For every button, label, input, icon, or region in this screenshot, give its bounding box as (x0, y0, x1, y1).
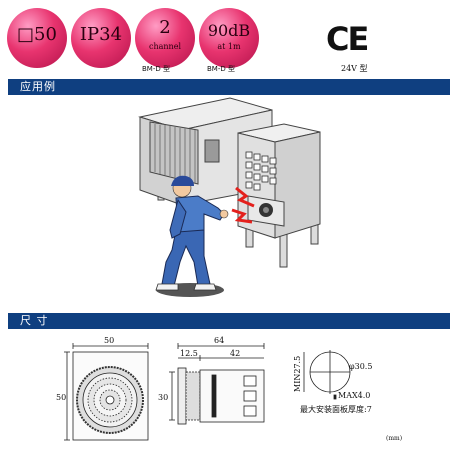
side-front-label: 12.5 (180, 349, 198, 358)
ce-mark: CE (326, 20, 369, 58)
volume-distance: at 1m (217, 42, 241, 51)
channel-model-note: BM-D 型 (142, 65, 170, 73)
unit-label: (mm) (386, 435, 402, 442)
volume-badge: 90dB at 1m (199, 8, 259, 68)
dimensions-section-header: 尺 寸 (8, 313, 450, 329)
side-total-label: 64 (214, 336, 224, 345)
front-height-label: 50 (56, 393, 66, 402)
volume-model-note: BM-D 型 (207, 65, 235, 73)
application-section-header: 应用例 (8, 79, 450, 95)
channel-count: 2 (159, 17, 171, 38)
panel-thickness-note: 最大安装面板厚度:7 (300, 404, 372, 414)
size-badge: □50 (7, 8, 67, 68)
channel-badge: 2 channel (135, 8, 195, 68)
side-height-label: 30 (158, 393, 168, 402)
side-body-label: 42 (230, 349, 240, 358)
application-illustration (138, 97, 321, 297)
ip-rating-text: IP34 (79, 24, 123, 45)
channel-label: channel (149, 42, 181, 51)
dimension-drawing: 50 50 64 12.5 42 30 MIN27.5 φ30.5 MAX4.0… (56, 336, 402, 442)
cutout-diameter-label: φ30.5 (349, 362, 372, 371)
ip-rating-badge: IP34 (71, 8, 131, 68)
panel-max-label: MAX4.0 (338, 391, 370, 400)
ce-voltage-note: 24V 型 (341, 64, 368, 73)
cutout-min-label: MIN27.5 (293, 356, 302, 392)
size-badge-text: □50 (17, 24, 57, 45)
volume-value: 90dB (207, 21, 251, 40)
front-width-label: 50 (104, 336, 114, 345)
